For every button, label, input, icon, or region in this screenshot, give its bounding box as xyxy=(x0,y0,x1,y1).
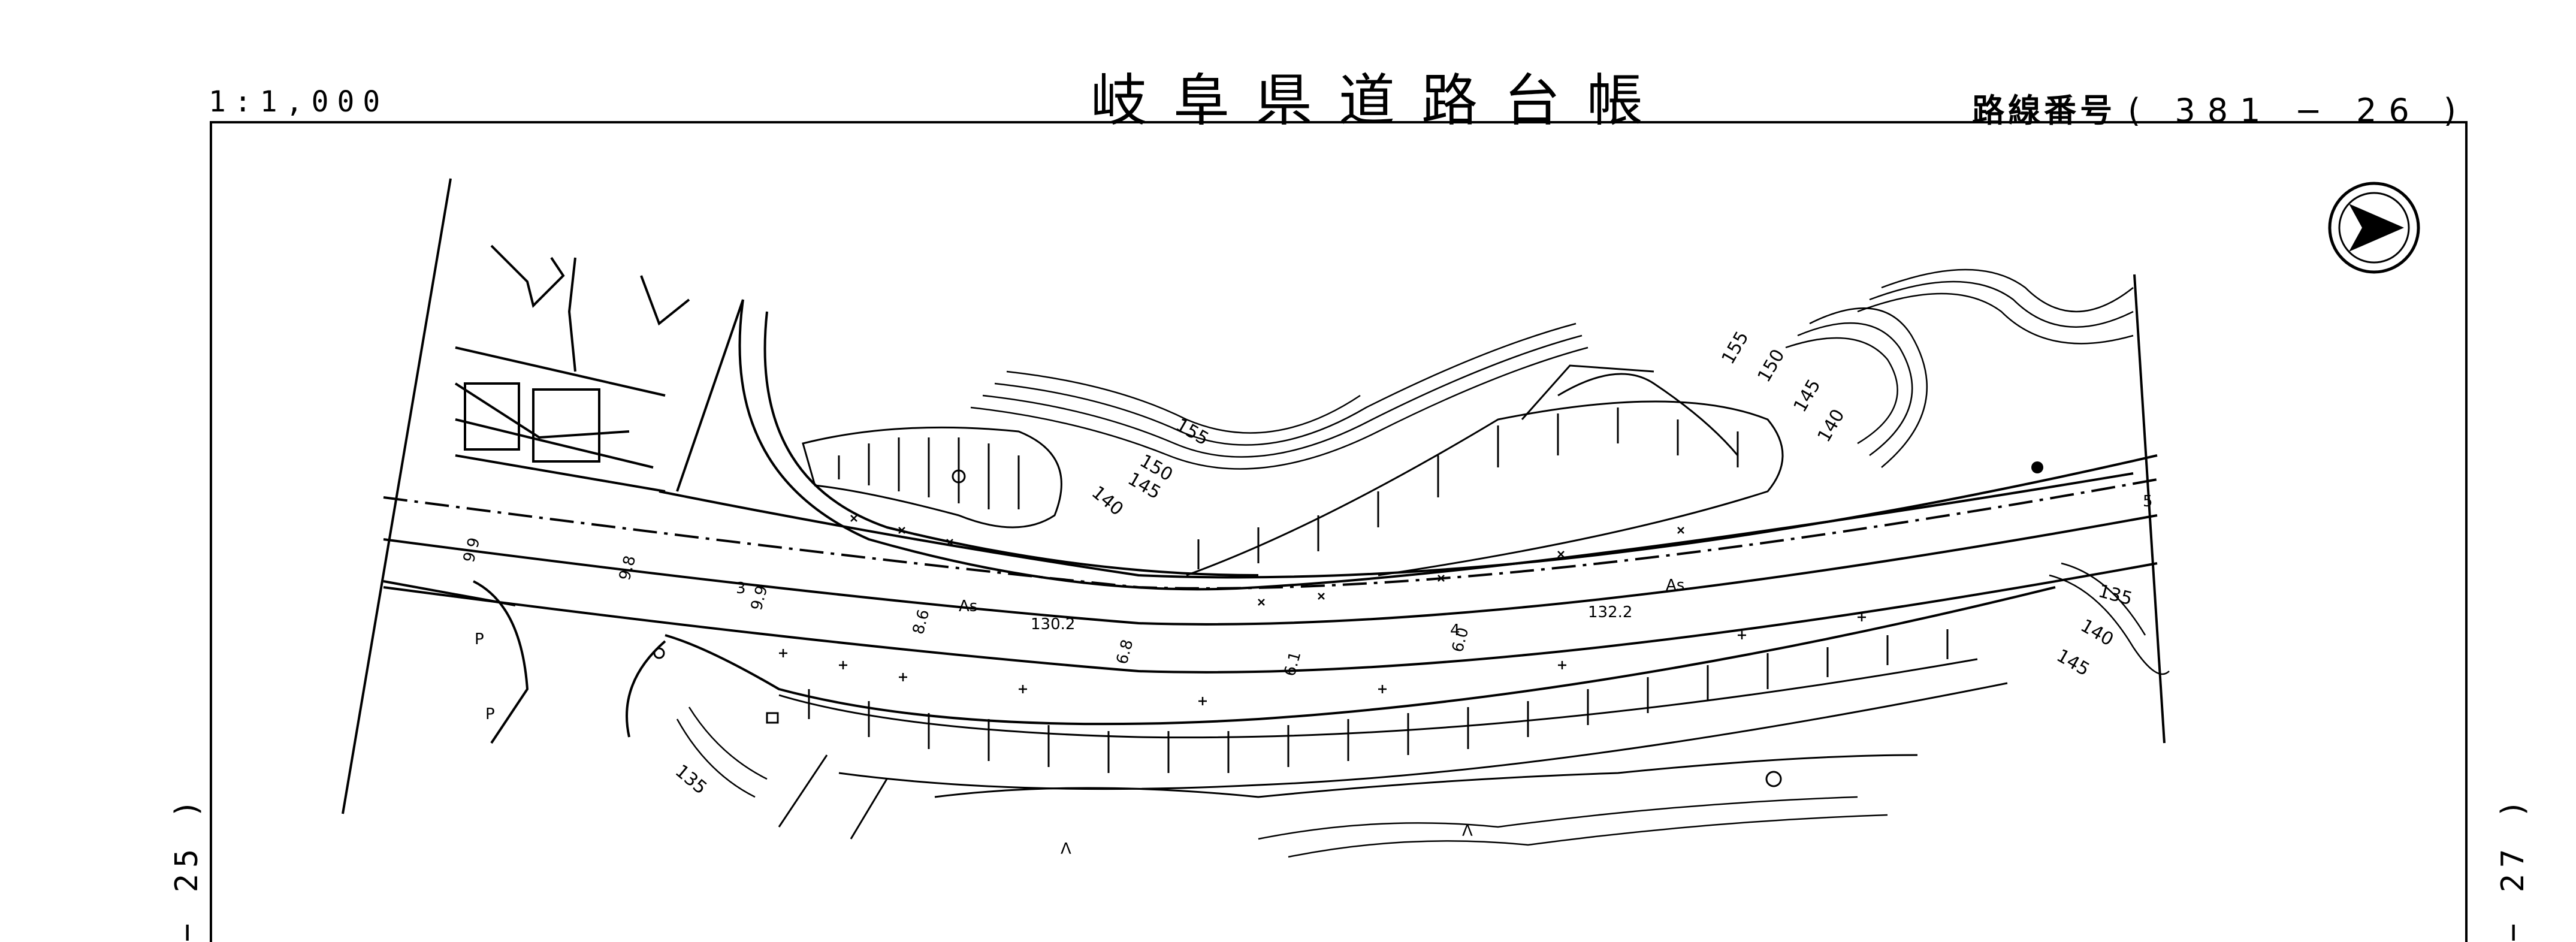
map-markers: P P 3 4 5 Λ Λ xyxy=(475,461,2153,858)
road-elevation-label: 132.2 xyxy=(1588,603,1632,621)
contour-labels: 155 150 145 140 155 150 145 140 135 140 … xyxy=(671,328,2134,799)
contour-label: 145 xyxy=(1790,376,1825,416)
width-label: 9.8 xyxy=(616,554,640,582)
width-label: 6.1 xyxy=(1281,650,1305,678)
edge-marks xyxy=(779,515,1866,705)
width-label: 6.8 xyxy=(1113,638,1137,666)
marker-label: Λ xyxy=(1061,840,1071,858)
north-slope xyxy=(802,364,1784,576)
marker-label: 4 xyxy=(1450,621,1460,639)
marker-label: 5 xyxy=(2143,493,2153,511)
road-elevation-label: 130.2 xyxy=(1031,615,1075,633)
north-arrow-icon xyxy=(2328,182,2420,274)
marker-label: Λ xyxy=(1462,822,1473,840)
marker-label: P xyxy=(475,630,484,648)
contour-label: 140 xyxy=(1814,406,1849,446)
buildings-area xyxy=(454,244,744,493)
south-slope xyxy=(778,629,2008,840)
marker-label: P xyxy=(485,705,495,723)
contour-lines xyxy=(676,268,2170,858)
width-label: 8.6 xyxy=(910,608,934,636)
contour-label: 135 xyxy=(671,760,711,799)
contour-label: 155 xyxy=(1718,328,1753,368)
road-surface-label: As xyxy=(959,597,977,615)
width-label: 9.9 xyxy=(748,584,772,612)
contour-label: 145 xyxy=(2053,645,2093,681)
map-frame xyxy=(210,121,2468,942)
width-label: 9.9 xyxy=(460,536,484,564)
contour-label: 140 xyxy=(2077,615,2117,651)
map-scale: 1:1,000 xyxy=(209,85,389,119)
main-road xyxy=(383,299,2158,744)
map-boundary xyxy=(342,178,2166,814)
road-surface-label: As xyxy=(1666,576,1684,594)
contour-label: 140 xyxy=(1088,482,1127,520)
marker-label: 3 xyxy=(736,579,746,597)
contour-label: 150 xyxy=(1754,346,1789,386)
